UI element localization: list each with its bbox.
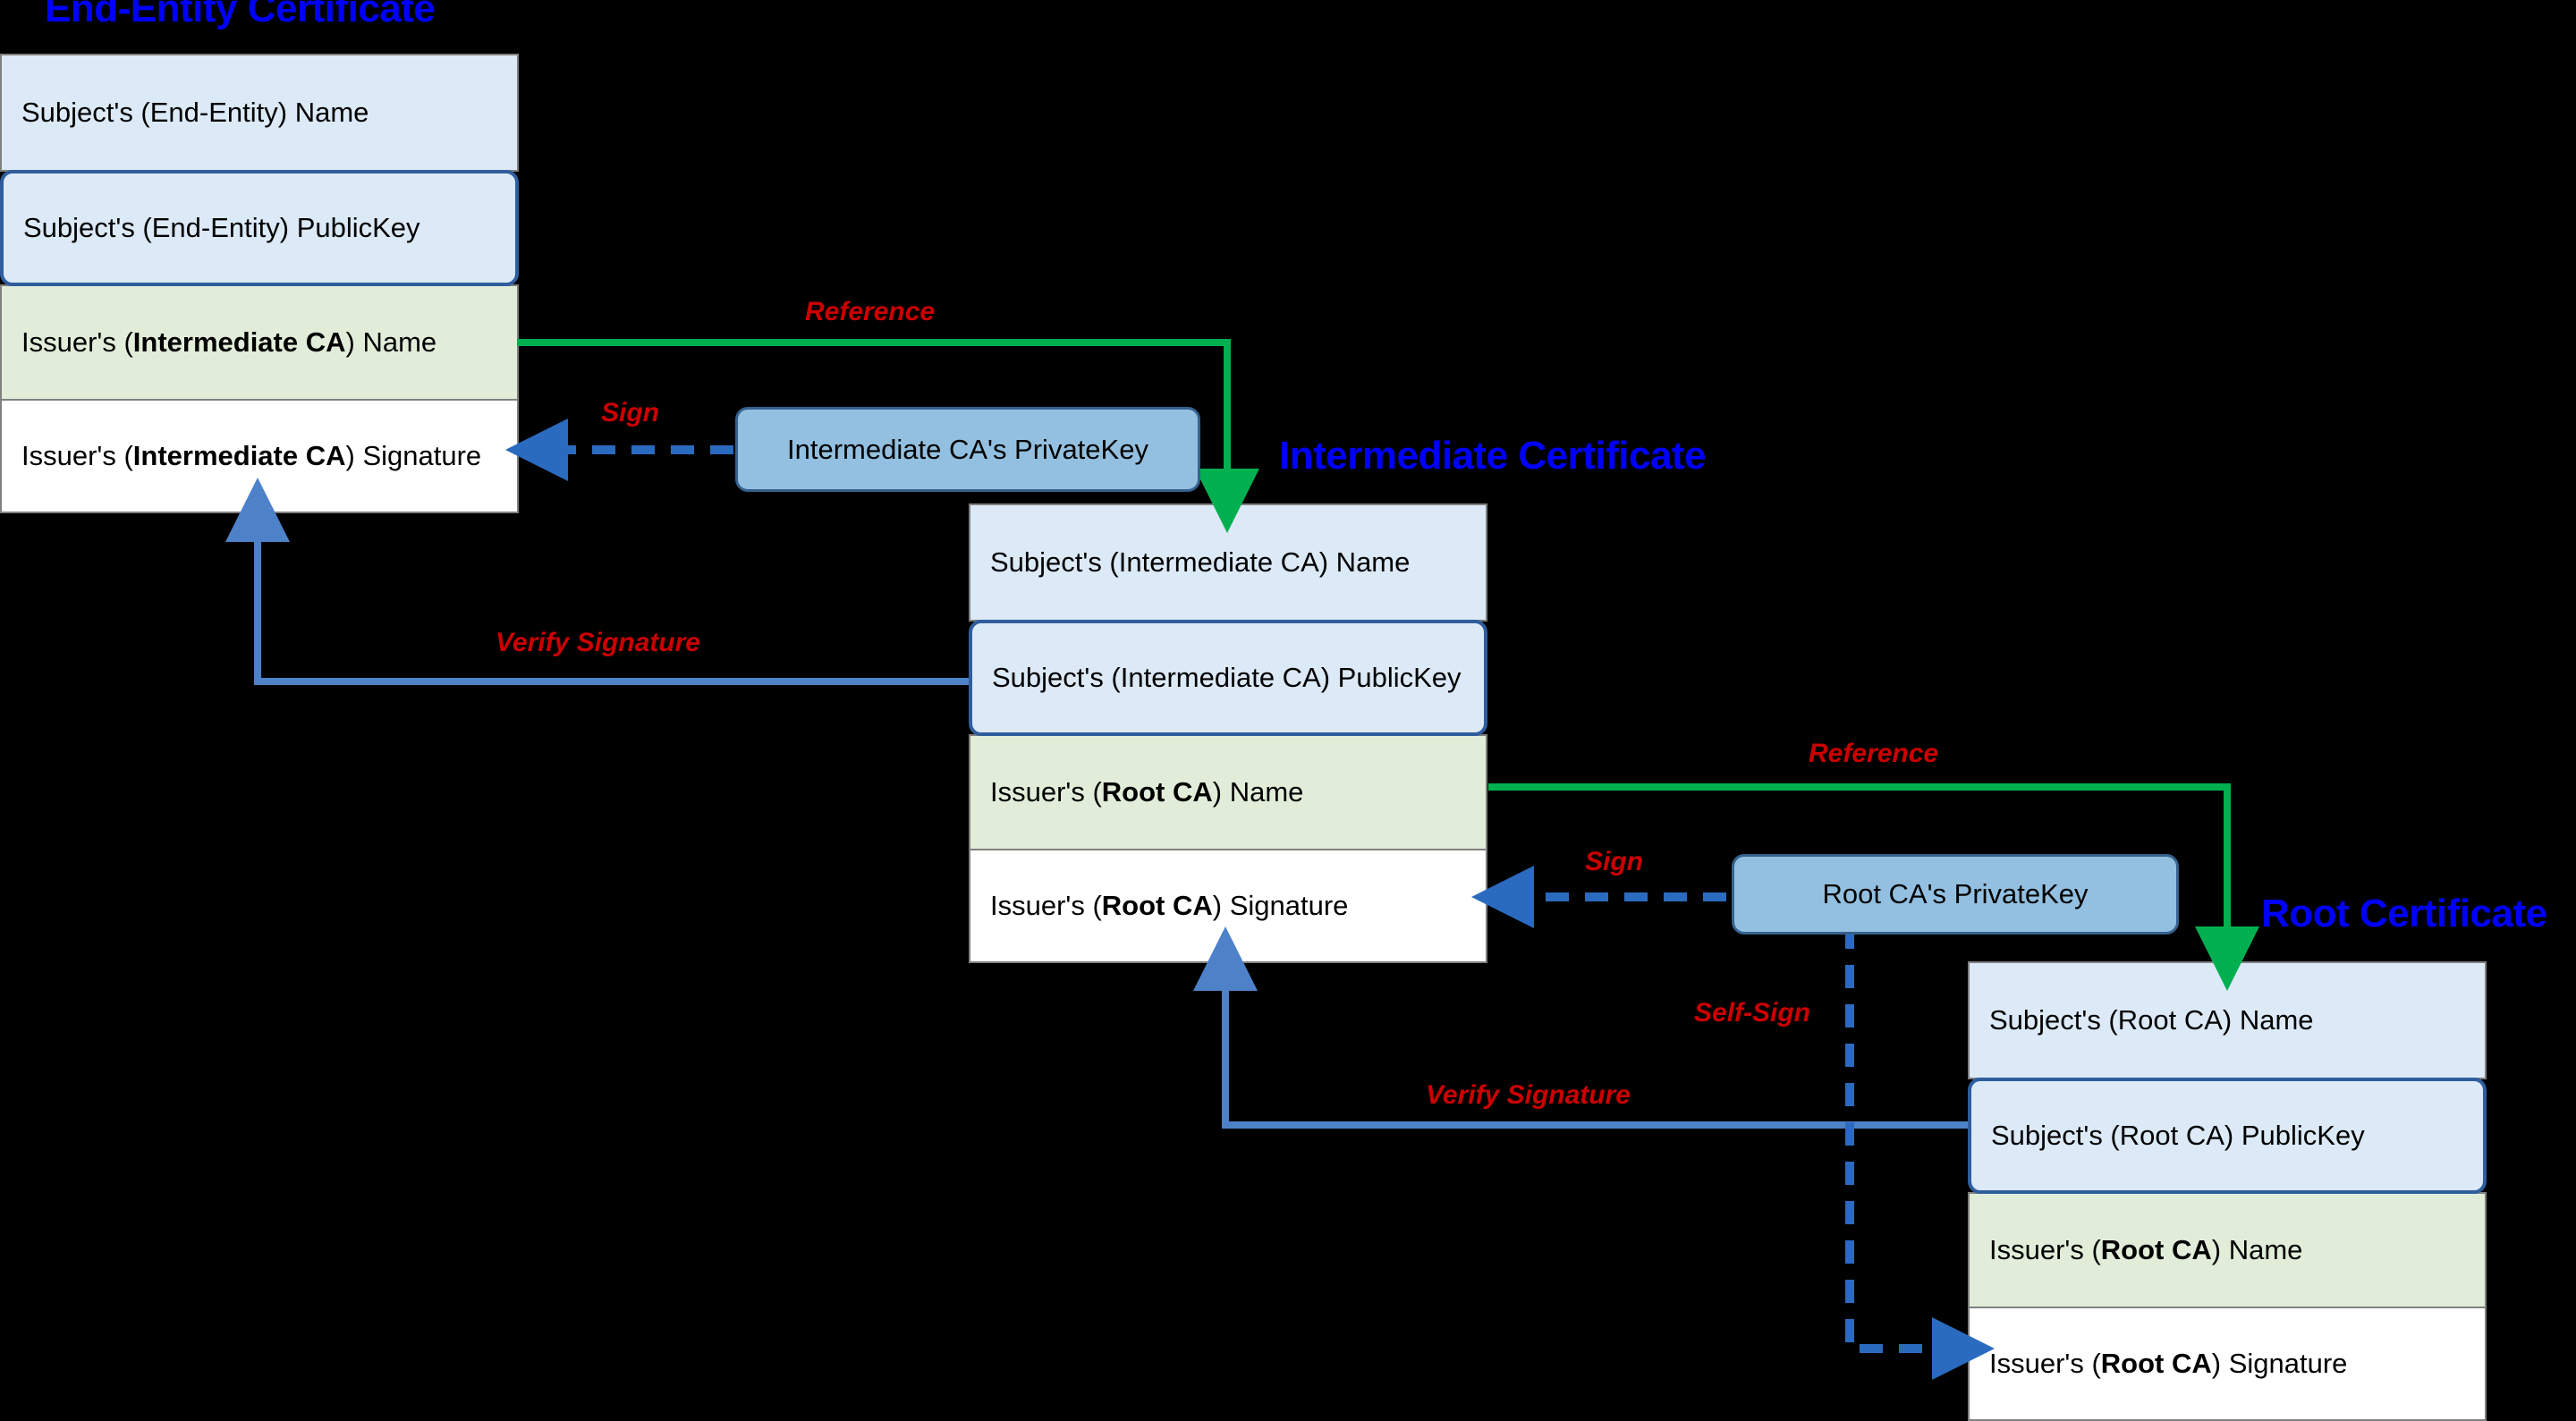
row-issuer-signature-root: Issuer's (Root CA) Signature: [1968, 1307, 2487, 1421]
row-subject-name-intermediate: Subject's (Intermediate CA) Name: [969, 503, 1487, 622]
edge-label-verify-ee: Verify Signature: [496, 628, 700, 657]
certificate-card-root: Subject's (Root CA) Name Subject's (Root…: [1968, 961, 2487, 1421]
row-issuer-name-intermediate: Issuer's (Root CA) Name: [969, 734, 1487, 850]
edge-label-self-sign-root: Self-Sign: [1694, 998, 1811, 1028]
row-label: Issuer's (Root CA) Name: [990, 776, 1304, 808]
row-issuer-signature-intermediate: Issuer's (Root CA) Signature: [969, 849, 1487, 963]
node-root-ca-privatekey[interactable]: Root CA's PrivateKey: [1732, 854, 2179, 935]
row-label: Subject's (Root CA) PublicKey: [1991, 1120, 2365, 1151]
edge-label-reference-ee: Reference: [805, 297, 936, 326]
row-label: Subject's (End-Entity) PublicKey: [23, 212, 420, 243]
edge-label-sign-ee: Sign: [601, 398, 659, 427]
row-subject-name-root: Subject's (Root CA) Name: [1968, 961, 2487, 1079]
row-label: Subject's (Intermediate CA) Name: [990, 546, 1411, 578]
title-intermediate-certificate: Intermediate Certificate: [1279, 434, 1707, 478]
row-subject-publickey-end-entity: Subject's (End-Entity) PublicKey: [0, 170, 519, 286]
edge-label-reference-intermediate: Reference: [1809, 739, 1939, 768]
title-end-entity-certificate: End-Entity Certificate: [45, 0, 436, 30]
row-subject-name-end-entity: Subject's (End-Entity) Name: [0, 54, 519, 172]
title-root-certificate: Root Certificate: [2261, 892, 2547, 935]
row-subject-publickey-root: Subject's (Root CA) PublicKey: [1968, 1078, 2487, 1194]
row-issuer-name-end-entity: Issuer's (Intermediate CA) Name: [0, 284, 519, 401]
row-label: Issuer's (Intermediate CA) Name: [21, 326, 437, 358]
row-issuer-name-root: Issuer's (Root CA) Name: [1968, 1192, 2487, 1308]
node-intermediate-ca-privatekey[interactable]: Intermediate CA's PrivateKey: [735, 407, 1200, 492]
row-subject-publickey-intermediate: Subject's (Intermediate CA) PublicKey: [969, 620, 1487, 736]
row-label: Issuer's (Root CA) Signature: [1989, 1348, 2348, 1379]
row-label: Subject's (End-Entity) Name: [21, 97, 369, 128]
row-issuer-signature-end-entity: Issuer's (Intermediate CA) Signature: [0, 399, 519, 513]
row-label: Issuer's (Root CA) Signature: [990, 890, 1349, 921]
certificate-card-end-entity: Subject's (End-Entity) Name Subject's (E…: [0, 54, 519, 513]
edge-label-verify-intermediate: Verify Signature: [1426, 1080, 1631, 1110]
edge-label-sign-intermediate: Sign: [1585, 847, 1643, 876]
row-label: Issuer's (Intermediate CA) Signature: [21, 440, 482, 471]
edge-self-sign-root: [1845, 926, 1995, 1380]
certificate-card-intermediate: Subject's (Intermediate CA) Name Subject…: [969, 503, 1487, 963]
row-label: Subject's (Intermediate CA) PublicKey: [992, 662, 1462, 693]
row-label: Issuer's (Root CA) Name: [1989, 1234, 2303, 1265]
row-label: Subject's (Root CA) Name: [1989, 1004, 2314, 1036]
